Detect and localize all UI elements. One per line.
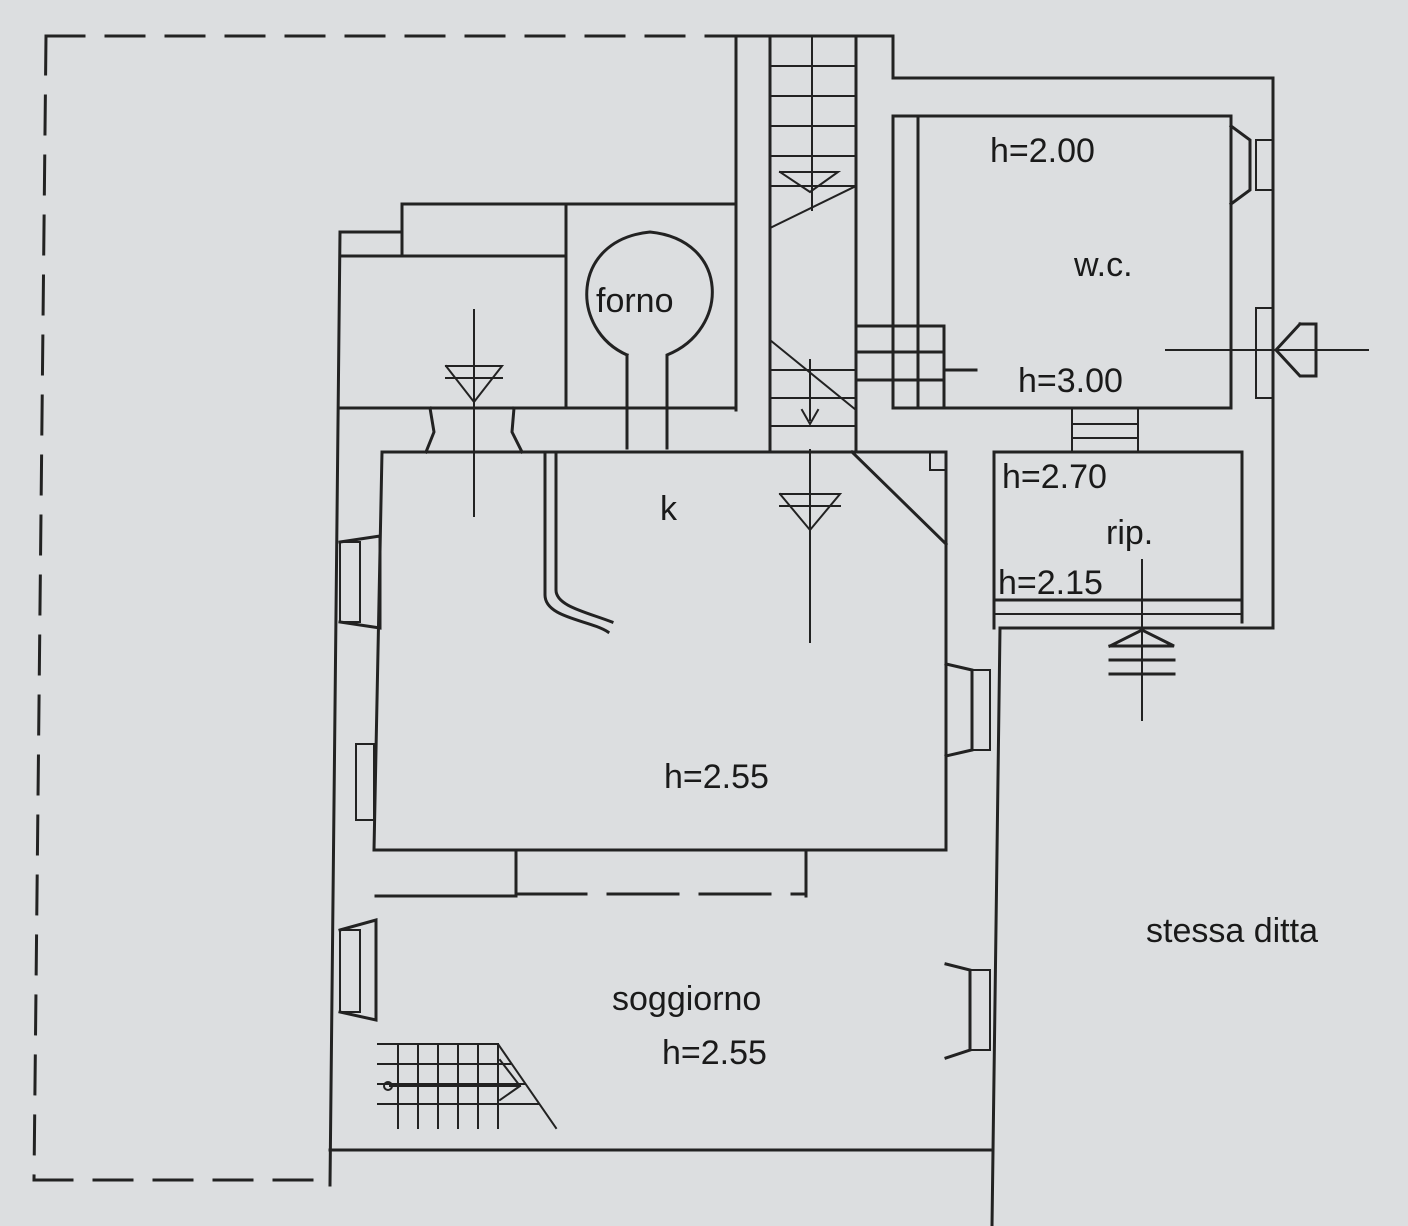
kitchen-height: h=2.55: [664, 758, 769, 796]
wc-height-top: h=2.00: [990, 132, 1095, 170]
rip-height-top: h=2.70: [1002, 458, 1107, 496]
kitchen-room: [338, 309, 991, 852]
rip-height-bottom: h=2.15: [998, 564, 1103, 602]
soggiorno-height: h=2.55: [662, 1034, 767, 1072]
property-boundary: [32, 34, 738, 1182]
exterior-walls: [328, 34, 1275, 1226]
kitchen-label: k: [660, 490, 678, 528]
soggiorno-room: [338, 894, 991, 1060]
opening: [372, 848, 808, 898]
oven-label: forno: [596, 282, 674, 320]
wc-rip-passage: [1071, 407, 1139, 453]
soggiorno-label: soggiorno: [612, 980, 761, 1018]
wc-room: [854, 114, 1369, 410]
rip-label: rip.: [1106, 514, 1153, 552]
stairs-upper: [768, 35, 858, 427]
rip-room: [992, 450, 1244, 721]
oven-symbol: [585, 230, 714, 450]
wc-height-bottom: h=3.00: [1018, 362, 1123, 400]
stairs-lower: [377, 1043, 558, 1130]
wc-label: w.c.: [1073, 246, 1133, 284]
neighbor-label: stessa ditta: [1146, 912, 1318, 950]
